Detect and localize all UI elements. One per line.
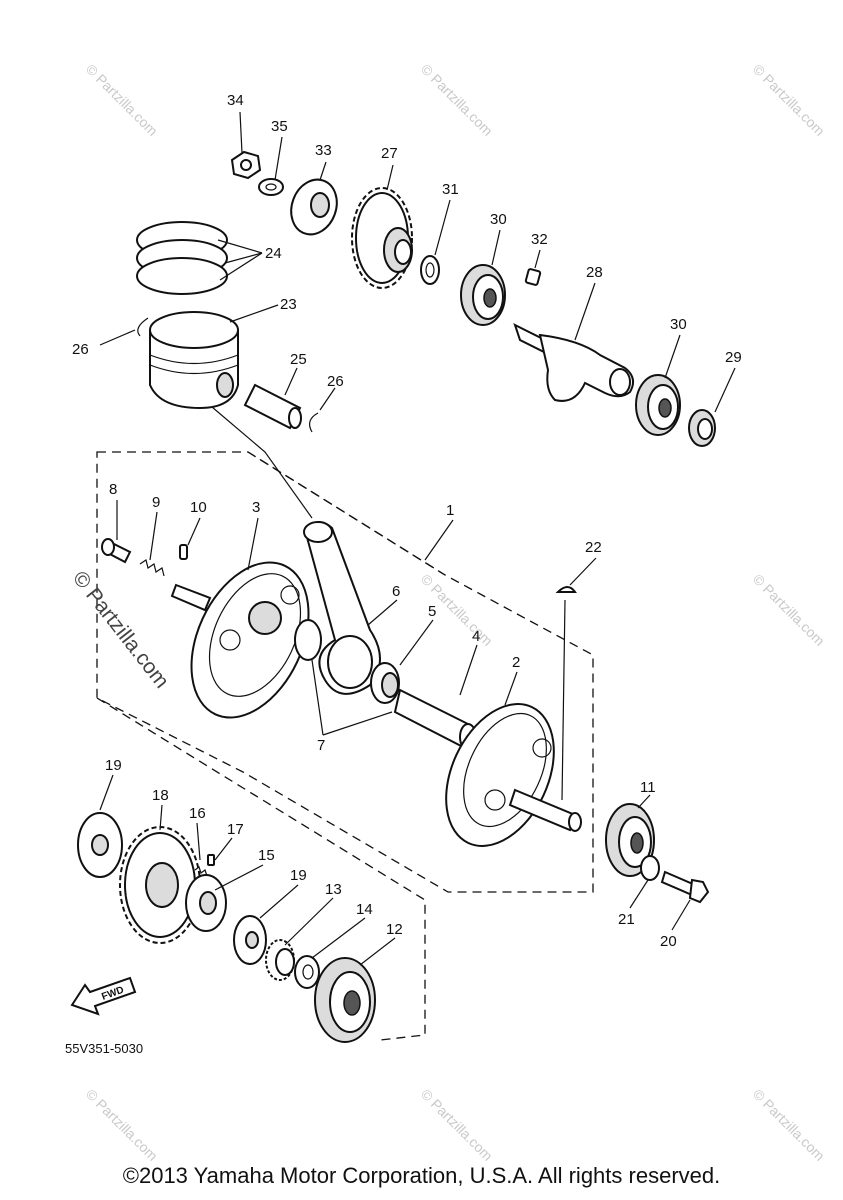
piston-pin-25 [243, 383, 302, 430]
callout-15: 15 [258, 847, 275, 864]
upper-assembly-outline [247, 451, 446, 576]
clip-26-left [137, 317, 149, 337]
callout-3: 3 [252, 499, 260, 516]
callout-30b: 30 [670, 316, 687, 333]
callout-27: 27 [381, 145, 398, 162]
callout-26a: 26 [72, 341, 89, 358]
crank-left-3 [170, 561, 310, 719]
gear-13 [265, 939, 295, 981]
nut-34 [230, 150, 262, 180]
key-32 [524, 268, 542, 286]
crank-pin-8 [101, 538, 132, 564]
callout-6: 6 [392, 583, 400, 600]
crank-right-2 [445, 703, 582, 847]
washer-31 [420, 255, 440, 285]
connecting-rod-6 [303, 521, 381, 695]
washer-7 [294, 619, 322, 661]
callout-26b: 26 [327, 373, 344, 390]
callout-23: 23 [280, 296, 297, 313]
callout-11: 11 [640, 779, 656, 796]
callout-25: 25 [290, 351, 307, 368]
hub-15 [185, 874, 227, 932]
callout-24: 24 [265, 245, 282, 262]
watermark: © Partzilla.com [418, 61, 496, 139]
pin-17 [207, 854, 215, 866]
bearing-11 [605, 803, 655, 877]
piston-rod-guide-line [211, 406, 313, 519]
callout-28: 28 [586, 264, 603, 281]
spring-16 [194, 866, 208, 877]
callout-12: 12 [386, 921, 403, 938]
primary-drive-gear-18 [119, 826, 201, 944]
callout-20: 20 [660, 933, 677, 950]
oil-seal-29 [688, 409, 716, 447]
plunger-10 [179, 544, 188, 560]
spring-9 [139, 559, 165, 577]
callout-33: 33 [315, 142, 332, 159]
callout-labels: 34 35 33 27 31 30 32 28 30 29 24 23 26 2… [72, 92, 742, 950]
partzilla-watermark: © Partzilla.com [68, 567, 173, 693]
callout-4: 4 [472, 628, 480, 645]
callout-17: 17 [227, 821, 244, 838]
balancer-drive-gear-27 [351, 187, 413, 289]
copyright-notice: ©2013 Yamaha Motor Corporation, U.S.A. A… [122, 1163, 721, 1188]
callout-29: 29 [725, 349, 742, 366]
piston-rings-24 [136, 221, 228, 295]
balancer-shaft-28 [513, 323, 635, 402]
callout-22: 22 [585, 539, 602, 556]
plate-19-right [233, 915, 267, 965]
bearing-30-lower [635, 374, 681, 436]
woodruff-key-22 [555, 586, 577, 801]
watermark: © Partzilla.com [418, 1086, 496, 1164]
callout-21: 21 [618, 911, 635, 928]
callout-34: 34 [227, 92, 244, 109]
callout-2: 2 [512, 654, 520, 671]
piston-23 [149, 311, 239, 410]
watermark: © Partzilla.com [83, 1086, 161, 1164]
callout-35: 35 [271, 118, 288, 135]
callout-18: 18 [152, 787, 169, 804]
callout-19b: 19 [290, 867, 307, 884]
collar-21 [640, 855, 660, 881]
callout-30a: 30 [490, 211, 507, 228]
plate-washer-33 [290, 178, 338, 236]
callout-5: 5 [428, 603, 436, 620]
watermark: © Partzilla.com [83, 61, 161, 139]
callout-19a: 19 [105, 757, 122, 774]
lock-washer-35 [258, 178, 284, 196]
bearing-30-upper [460, 264, 506, 326]
watermark: © Partzilla.com [750, 1086, 828, 1164]
callout-1: 1 [446, 502, 454, 519]
fwd-arrow-icon: FWD [70, 976, 137, 1016]
callout-10: 10 [190, 499, 207, 516]
diagram-code: 55V351-5030 [65, 1041, 143, 1056]
plate-19-left [77, 812, 123, 878]
lower-assembly-outline [96, 697, 426, 1041]
bearing-12 [314, 957, 376, 1043]
watermark: © Partzilla.com [750, 61, 828, 139]
leader-lines [99, 111, 736, 966]
callout-16: 16 [189, 805, 206, 822]
clip-26-right [308, 412, 319, 433]
callout-14: 14 [356, 901, 373, 918]
washer-14 [294, 955, 320, 989]
callout-7: 7 [317, 737, 325, 754]
watermark: © Partzilla.com [750, 571, 828, 649]
bolt-20 [660, 870, 710, 904]
callout-31: 31 [442, 181, 459, 198]
callout-9: 9 [152, 494, 160, 511]
callout-32: 32 [531, 231, 548, 248]
callout-8: 8 [109, 481, 117, 498]
bearing-5 [370, 662, 400, 704]
callout-13: 13 [325, 881, 342, 898]
